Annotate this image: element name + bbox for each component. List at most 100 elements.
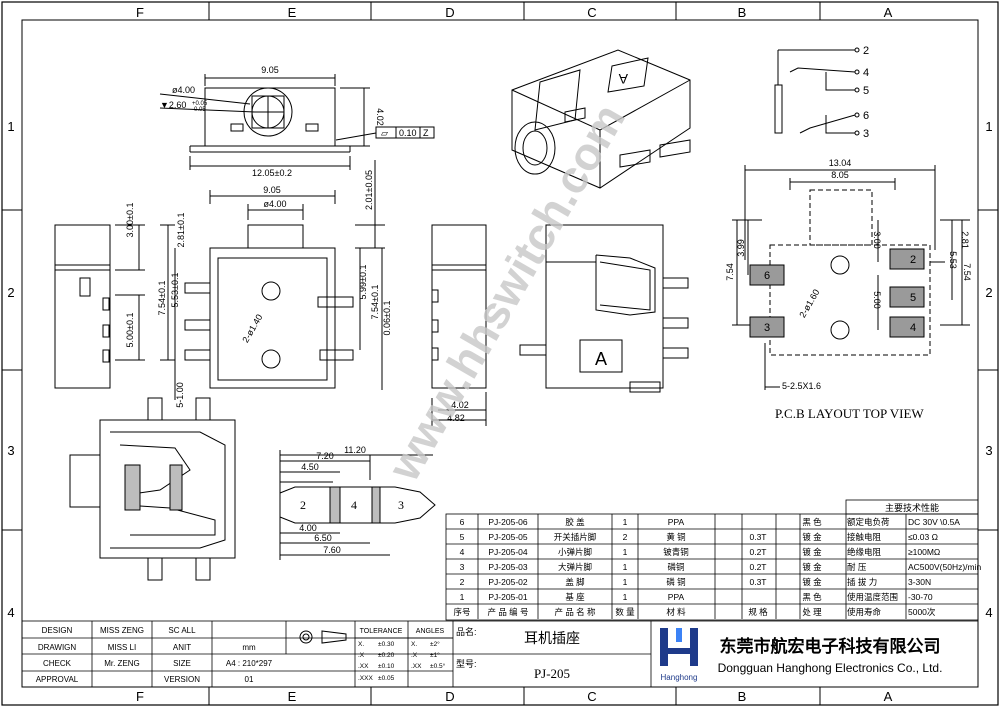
- tolerance-cell: .XX: [411, 663, 422, 670]
- right-side-dims: 4.02 4.82: [447, 400, 469, 423]
- plug-pin: 3: [398, 498, 404, 512]
- bom-cell: DC 30V \0.5A: [908, 517, 960, 527]
- bom-cell: 黑 色: [802, 592, 822, 602]
- col-label: B: [738, 689, 747, 704]
- bom-cell: PJ-205-03: [488, 562, 527, 572]
- bom-cell: 接触电阻: [847, 532, 882, 542]
- company-name-en: Dongguan Hanghong Electronics Co., Ltd.: [718, 661, 943, 675]
- top-view-dims: 9.05 ø4.00 ▼2.60 +0.05 -0.05 12.05±0.2 4…: [160, 65, 429, 178]
- row-label: 2: [7, 285, 14, 300]
- bom-cell: PJ-205-04: [488, 547, 527, 557]
- row-label: 2: [985, 285, 992, 300]
- bom-cell: 4: [460, 547, 465, 557]
- pad: [889, 316, 925, 338]
- dim-text: 12.05±0.2: [252, 168, 292, 178]
- bom-cell: 镀 金: [802, 547, 822, 557]
- col-label: F: [136, 689, 144, 704]
- bom-cell: 镀 金: [802, 532, 822, 542]
- bom-cell: 序号: [453, 607, 470, 617]
- dim-text: ▼2.60: [160, 100, 186, 110]
- bom-cell: 5: [460, 532, 465, 542]
- plug-view: [279, 450, 436, 560]
- pad-label: 4: [910, 322, 916, 334]
- dim-text: 4.02: [451, 400, 469, 410]
- pad: [889, 286, 925, 308]
- zone-labels: F E D C B A F E D C B A 1 2 3 4 1 2 3 4: [7, 5, 992, 704]
- pin-label: 3: [863, 128, 869, 140]
- bom-cell: 盖 脚: [565, 577, 584, 587]
- bom-cell: PJ-205-05: [488, 532, 527, 542]
- bom-cell: 镀 金: [802, 577, 822, 587]
- title-block-cell: Mr. ZENG: [104, 659, 140, 668]
- col-label: D: [445, 689, 454, 704]
- bom-cell: 1: [623, 577, 628, 587]
- bom-cell: 1: [460, 592, 465, 602]
- bom-cell: AC500V(50Hz)/min: [908, 562, 981, 572]
- bom-cell: 绝缘电阻: [847, 547, 882, 557]
- row-label: 4: [985, 605, 992, 620]
- schematic-pins: 2 4 5 6 3: [854, 45, 869, 140]
- plug-pin: 2: [300, 498, 306, 512]
- tolerance-cell: ±0.10: [378, 663, 395, 670]
- title-block-symbol: [299, 630, 347, 644]
- col-label: B: [738, 5, 747, 20]
- bom-cell: 插 拔 力: [847, 577, 877, 587]
- pcb-layout: [732, 165, 970, 390]
- title-block-cell: DRAWIGN: [38, 643, 77, 652]
- col-label: A: [884, 689, 893, 704]
- title-block-cell: mm: [242, 643, 256, 652]
- right-side-view: [431, 224, 487, 426]
- bom-cell: 镀 金: [802, 562, 822, 572]
- title-block-cell: MISS LI: [108, 643, 136, 652]
- bom-cell: 基 座: [565, 592, 585, 602]
- bom-cell: 1: [623, 547, 628, 557]
- bom-cell: PJ-205-06: [488, 517, 527, 527]
- bom-cell: 2: [623, 532, 628, 542]
- left-side-dims: 3.00±0.1 5.00±0.1: [125, 203, 135, 348]
- bom-cell: PPA: [668, 592, 685, 602]
- pad-label: 6: [764, 270, 770, 282]
- isometric-view: [511, 49, 691, 189]
- row-label: 3: [985, 443, 992, 458]
- dim-text: 2.81±0.1: [176, 213, 186, 248]
- name-label: 品名:: [456, 626, 477, 637]
- bom-cell: 0.3T: [749, 577, 766, 587]
- dim-text: 3.99: [736, 239, 746, 257]
- dim-text: 7.54±0.1: [370, 285, 380, 320]
- bom-cell: 规 格: [748, 607, 768, 617]
- product-name: 耳机插座: [524, 630, 580, 646]
- pad-label: 3: [764, 322, 770, 334]
- dim-text: 6.50: [314, 533, 332, 543]
- internal-section-view: [69, 397, 236, 581]
- bom-cell: 铍青铜: [663, 547, 689, 557]
- model-value: PJ-205: [534, 666, 570, 681]
- bom-table: [445, 499, 979, 621]
- spec-title: 主要技术性能: [885, 502, 939, 513]
- bom-cell: 0.2T: [749, 547, 766, 557]
- dim-text: 5.00±0.1: [125, 313, 135, 348]
- title-block-cell: MISS ZENG: [100, 626, 144, 635]
- tolerance-cell: X.: [358, 641, 364, 648]
- row-label: 1: [985, 119, 992, 134]
- title-block-cell: SIZE: [173, 659, 191, 668]
- flatness-symbol: ▱: [381, 128, 388, 138]
- row-label: 3: [7, 443, 14, 458]
- bom-cell: ≤0.03 Ω: [908, 532, 938, 542]
- pcb-dims: 13.04 8.05 3.99 7.54 3.00 2.81 5.53 7.54…: [725, 158, 972, 421]
- tolerance-cell: ±0.20: [378, 652, 395, 659]
- pad-label: 5: [910, 292, 916, 304]
- bom-cell: PJ-205-02: [488, 577, 527, 587]
- col-label: C: [587, 5, 596, 20]
- title-block-cell: VERSION: [164, 675, 200, 684]
- dim-text: 7.60: [323, 545, 341, 555]
- dim-text: 8.05: [831, 170, 849, 180]
- bom-cell: 胶 盖: [565, 517, 585, 527]
- col-label: D: [445, 5, 454, 20]
- bom-cell: 黑 色: [802, 517, 822, 527]
- bom-cell: 额定电负荷: [847, 517, 890, 527]
- pad: [749, 264, 785, 286]
- company-name-cn: 东莞市航宏电子科技有限公司: [720, 636, 941, 656]
- bom-cell: 处 理: [802, 607, 822, 617]
- bom-cell: PJ-205-01: [488, 592, 527, 602]
